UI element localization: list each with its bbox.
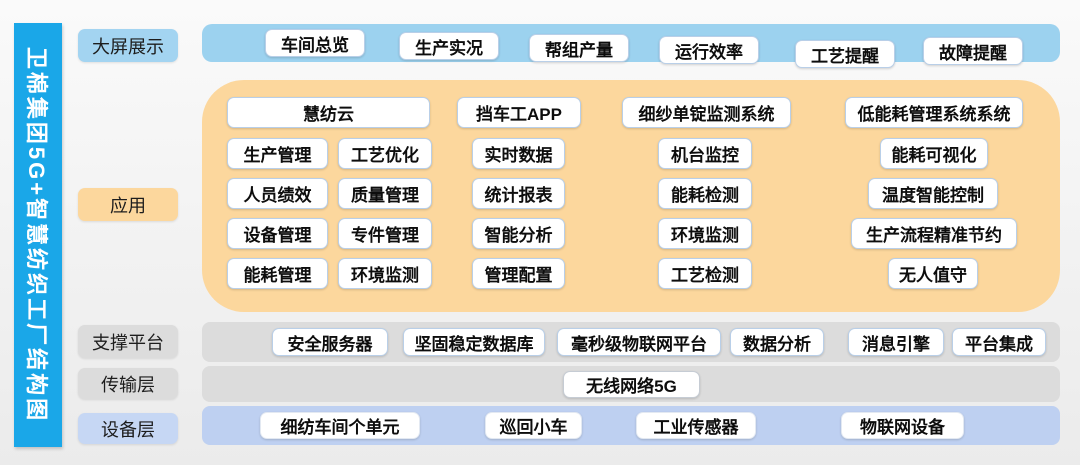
app-header-operator-app: 挡车工APP	[457, 97, 581, 128]
node-patrol-cart: 巡回小车	[485, 412, 582, 439]
node-message-engine: 消息引擎	[848, 328, 944, 356]
app-header-low-energy-system: 低能耗管理系统系统	[845, 97, 1023, 128]
layer-label-platform: 支撑平台	[78, 325, 178, 358]
app-node: 专件管理	[338, 218, 432, 249]
app-node: 能耗管理	[227, 258, 328, 289]
diagram-title: 卫棉集团5G+智慧纺织工厂结构图	[24, 46, 49, 424]
app-node: 实时数据	[472, 138, 565, 169]
layer-label-display: 大屏展示	[78, 29, 178, 62]
node-production-live: 生产实况	[399, 32, 499, 60]
app-node: 人员绩效	[227, 178, 328, 209]
app-node: 质量管理	[338, 178, 432, 209]
node-data-analysis: 数据分析	[730, 328, 824, 356]
app-node: 工艺检测	[658, 258, 752, 289]
node-spinning-units: 细纺车间个单元	[260, 412, 420, 439]
app-node: 能耗检测	[658, 178, 752, 209]
layer-label-transport: 传输层	[78, 368, 178, 399]
app-node: 环境监测	[658, 218, 752, 249]
layer-label-application: 应用	[78, 188, 178, 221]
node-process-reminder: 工艺提醒	[795, 40, 895, 68]
app-node: 能耗可视化	[880, 138, 988, 169]
node-fault-reminder: 故障提醒	[923, 37, 1023, 65]
app-node: 智能分析	[472, 218, 565, 249]
app-node: 机台监控	[658, 138, 752, 169]
node-industrial-sensor: 工业传感器	[636, 412, 756, 439]
node-iot-device: 物联网设备	[841, 412, 964, 439]
app-header-huifang-cloud: 慧纺云	[227, 97, 430, 128]
app-node: 温度智能控制	[868, 178, 998, 209]
app-node: 环境监测	[338, 258, 432, 289]
node-wireless-5g: 无线网络5G	[563, 371, 700, 398]
app-node: 生产管理	[227, 138, 328, 169]
app-node: 设备管理	[227, 218, 328, 249]
app-node: 统计报表	[472, 178, 565, 209]
app-node: 管理配置	[472, 258, 565, 289]
node-group-output: 帮组产量	[529, 34, 629, 62]
diagram-title-bar: 卫棉集团5G+智慧纺织工厂结构图	[14, 23, 62, 447]
app-header-spindle-monitoring: 细纱单锭监测系统	[622, 97, 791, 128]
node-workshop-overview: 车间总览	[265, 29, 365, 57]
node-platform-integration: 平台集成	[952, 328, 1046, 356]
app-node: 无人值守	[888, 258, 978, 289]
layer-label-device: 设备层	[78, 413, 178, 444]
node-stable-database: 坚固稳定数据库	[403, 328, 545, 356]
app-node: 工艺优化	[338, 138, 432, 169]
app-node: 生产流程精准节约	[851, 218, 1017, 249]
node-iot-platform: 毫秒级物联网平台	[557, 328, 721, 356]
node-secure-server: 安全服务器	[272, 328, 388, 356]
node-operation-efficiency: 运行效率	[659, 36, 759, 64]
